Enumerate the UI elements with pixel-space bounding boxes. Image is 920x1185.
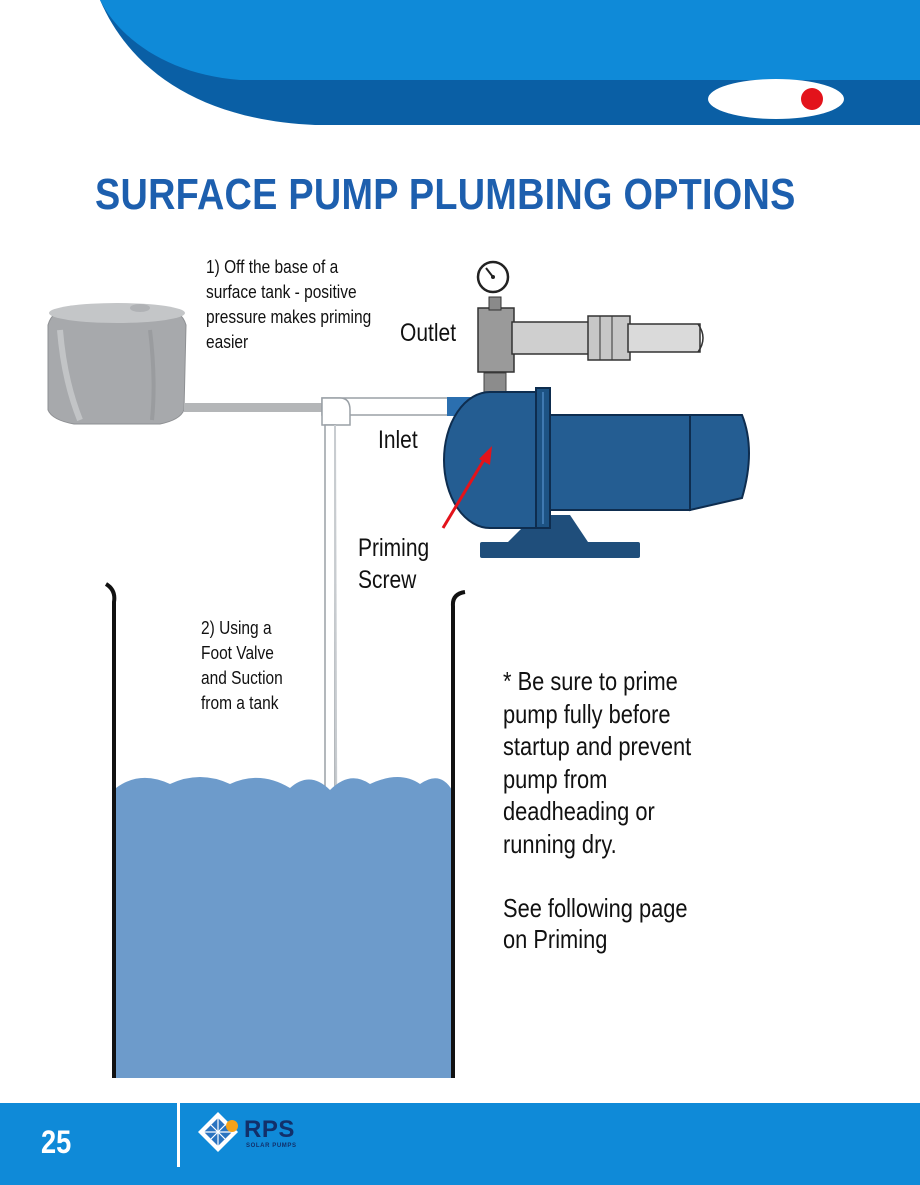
water-tank-icon — [47, 303, 187, 425]
footer-divider — [177, 1103, 180, 1167]
prime-warning-note: * Be sure to prime pump fully before sta… — [503, 666, 692, 859]
footer-band — [0, 1103, 920, 1185]
priming-screw-label: Priming Screw — [358, 534, 430, 594]
logo-tagline: SOLAR PUMPS — [246, 1143, 297, 1149]
water-body — [116, 777, 452, 1078]
page-number: 25 — [41, 1124, 72, 1160]
option-2-text: 2) Using a Foot Valve and Suction from a… — [201, 618, 283, 713]
pressure-gauge-icon — [476, 260, 510, 294]
well-wall-left — [104, 582, 117, 1078]
tank-outlet-pipe — [184, 403, 324, 412]
well-wall-right — [450, 590, 466, 1078]
plumbing-diagram — [47, 260, 750, 1078]
record-dot-icon — [801, 88, 823, 110]
outlet-pipe — [477, 296, 704, 396]
inlet-label: Inlet — [378, 426, 418, 454]
header-band — [100, 0, 920, 125]
outlet-label: Outlet — [400, 319, 457, 347]
suction-pipe — [321, 397, 451, 1041]
logo-name: RPS — [244, 1116, 295, 1143]
option-1-text: 1) Off the base of a surface tank - posi… — [206, 257, 372, 352]
surface-pump-icon — [443, 387, 750, 558]
red-arrow-icon — [441, 446, 492, 529]
see-following-note: See following page on Priming — [503, 893, 688, 954]
rps-logo-icon — [198, 1112, 238, 1152]
page-title: SURFACE PUMP PLUMBING OPTIONS — [95, 170, 796, 219]
